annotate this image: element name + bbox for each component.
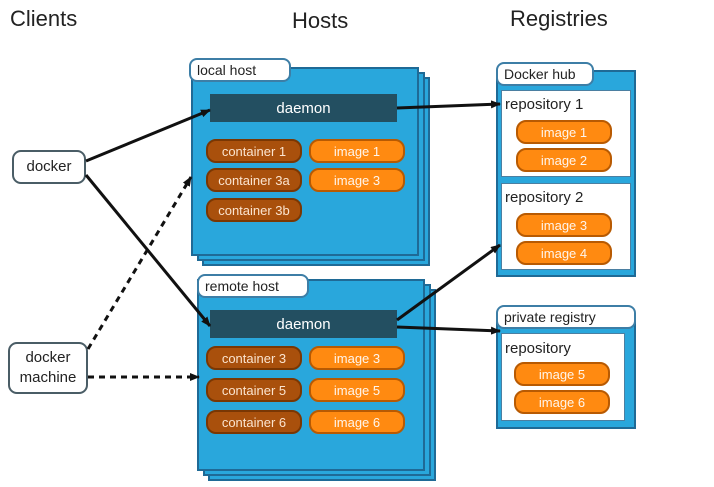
image-pill: image 1 [309, 139, 405, 163]
image-pill: image 4 [516, 241, 612, 265]
docker-machine-client-box: docker machine [8, 342, 88, 394]
image-pill: image 3 [516, 213, 612, 237]
remote-host-daemon: daemon [210, 310, 397, 338]
image-pill: image 1 [516, 120, 612, 144]
private-repository-label: repository [505, 340, 571, 357]
arrow-docker-to-local-daemon [85, 108, 211, 163]
arrow-remote-daemon-to-repository-2 [396, 243, 501, 322]
image-pill: image 5 [514, 362, 610, 386]
container-pill: container 3b [206, 198, 302, 222]
docker-hub-tab: Docker hub [496, 62, 594, 86]
arrow-machine-to-local-host [86, 176, 193, 350]
container-pill: container 5 [206, 378, 302, 402]
local-host-daemon: daemon [210, 94, 397, 122]
docker-client-box: docker [12, 150, 86, 184]
container-pill: container 3 [206, 346, 302, 370]
image-pill: image 6 [309, 410, 405, 434]
image-pill: image 3 [309, 346, 405, 370]
image-pill: image 6 [514, 390, 610, 414]
repository-2-label: repository 2 [505, 189, 584, 206]
docker-machine-label: docker machine [19, 349, 77, 386]
container-pill: container 6 [206, 410, 302, 434]
image-pill: image 2 [516, 148, 612, 172]
repository-1-label: repository 1 [505, 96, 584, 113]
private-registry-tab: private registry [496, 305, 636, 329]
image-pill: image 5 [309, 378, 405, 402]
container-pill: container 1 [206, 139, 302, 163]
clients-heading: Clients [10, 6, 78, 31]
container-pill: container 3a [206, 168, 302, 192]
local-host-tab: local host [189, 58, 291, 82]
arrow-remote-daemon-to-private-registry [396, 325, 501, 335]
registries-heading: Registries [510, 6, 608, 31]
image-pill: image 3 [309, 168, 405, 192]
remote-host-tab: remote host [197, 274, 309, 298]
arrow-local-daemon-to-repository-1 [396, 100, 501, 110]
hosts-heading: Hosts [292, 8, 349, 33]
